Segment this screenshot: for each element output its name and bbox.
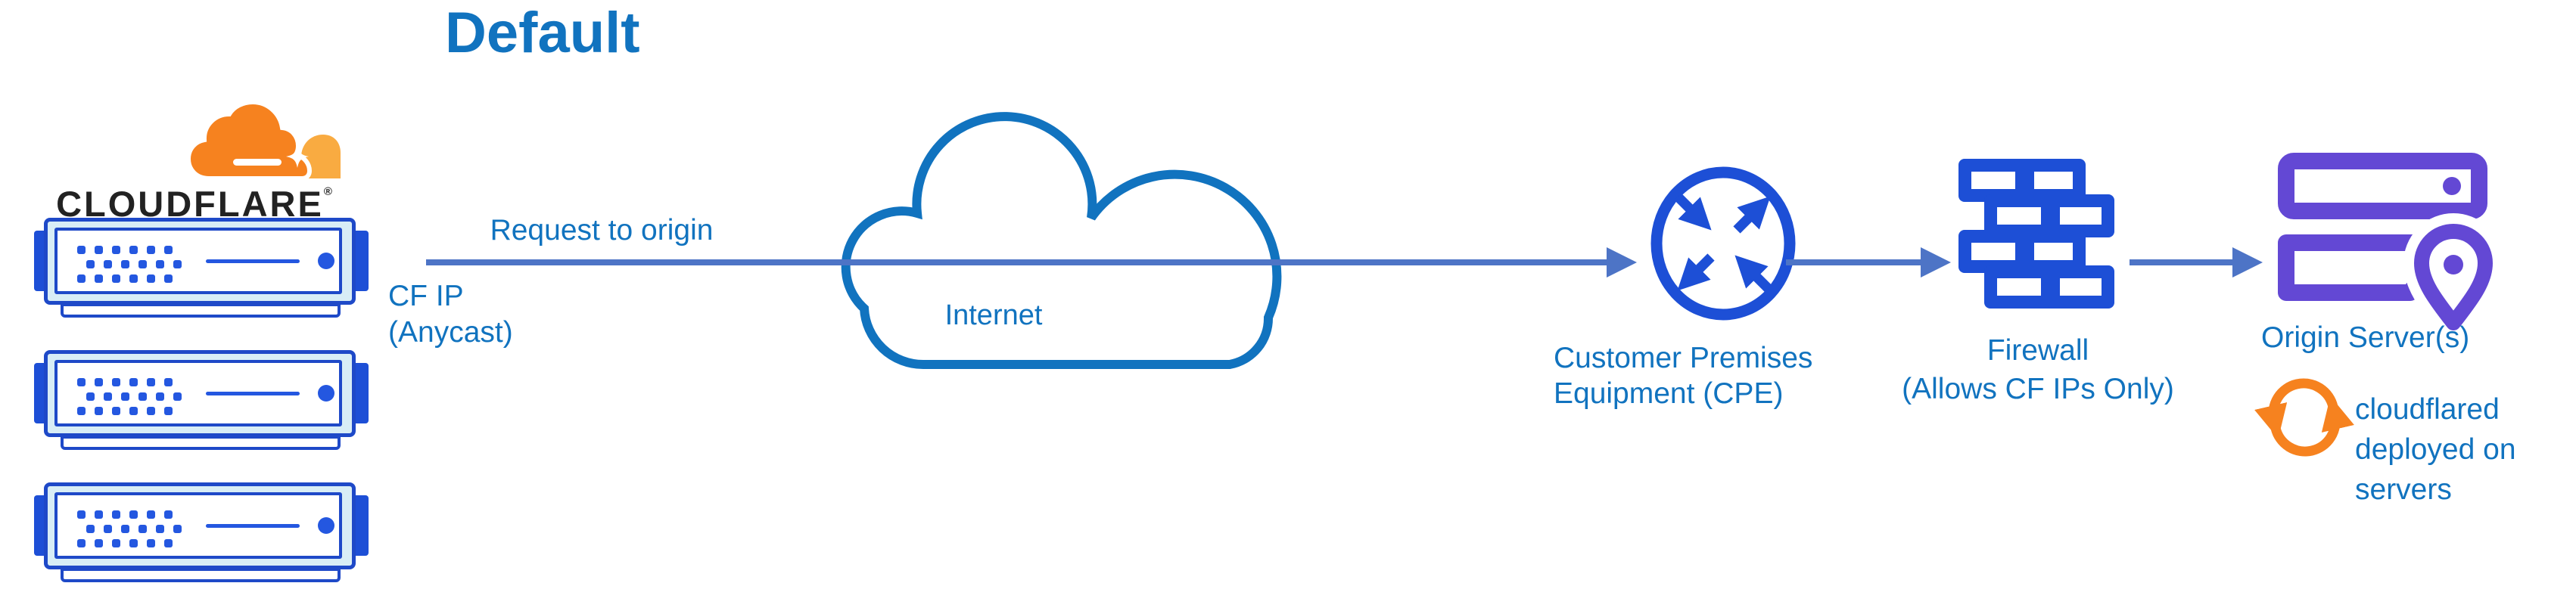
server-led [318,517,334,534]
internet-label: Internet [944,299,1043,331]
flow-line-main [426,259,1607,265]
server-tab [352,363,369,423]
cpe-label-line2: Equipment (CPE) [1554,377,1784,410]
server-tray [61,436,341,450]
cf-ip-label: CF IP (Anycast) [388,278,513,351]
cloudflared-line3: servers [2355,473,2452,506]
cloudflare-logo-icon [185,99,341,181]
cpe-label-line1: Customer Premises [1554,342,1813,374]
diagram-title: Default [445,1,640,65]
server-led [318,385,334,402]
cloudflare-wordmark: CLOUDFLARE® [56,184,334,224]
server-vent-dots [77,510,86,519]
cloudflared-line1: cloudflared [2355,393,2500,426]
server-tab [352,231,369,291]
edge-server-icon [34,218,369,319]
request-to-origin-label: Request to origin [490,214,714,247]
server-tray [61,568,341,582]
server-panel [54,228,342,294]
server-chassis [44,218,356,305]
cf-ip-line1: CF IP [388,280,464,312]
internet-cloud-icon [841,112,1282,370]
server-panel [54,492,342,559]
cpe-router-icon [1650,166,1796,321]
server-chassis [44,482,356,569]
cloudflared-label: cloudflared deployed on servers [2355,389,2516,510]
server-vent-dots [77,378,86,386]
arrowhead-to-firewall [1921,247,1951,278]
origin-label: Origin Server(s) [2261,321,2470,354]
firewall-brick-icon [1958,159,2114,309]
server-tab [352,495,369,556]
server-vent-dots [77,246,86,254]
firewall-label-line1: Firewall [1986,334,2089,367]
flow-line-cpe-firewall [1786,259,1921,265]
server-led [318,253,334,269]
server-line [206,524,300,528]
arrowhead-to-origin [2232,247,2263,278]
cloudflared-line2: deployed on [2355,433,2516,466]
server-line [206,392,300,395]
edge-server-icon [34,350,369,451]
server-panel [54,360,342,426]
edge-server-icon [34,482,369,584]
arrowhead-to-cpe [1607,247,1637,278]
server-line [206,259,300,263]
cpe-label: Customer Premises Equipment (CPE) [1554,340,1812,411]
cf-ip-line2: (Anycast) [388,316,513,349]
cloudflared-sync-icon [2254,378,2354,457]
firewall-label: Firewall (Allows CF IPs Only) [1860,331,2216,408]
flow-line-firewall-origin [2130,259,2232,265]
origin-servers-icon [2278,153,2503,341]
server-chassis [44,350,356,437]
firewall-label-line2: (Allows CF IPs Only) [1902,373,2174,405]
server-tray [61,303,341,318]
registered-mark: ® [323,185,334,198]
